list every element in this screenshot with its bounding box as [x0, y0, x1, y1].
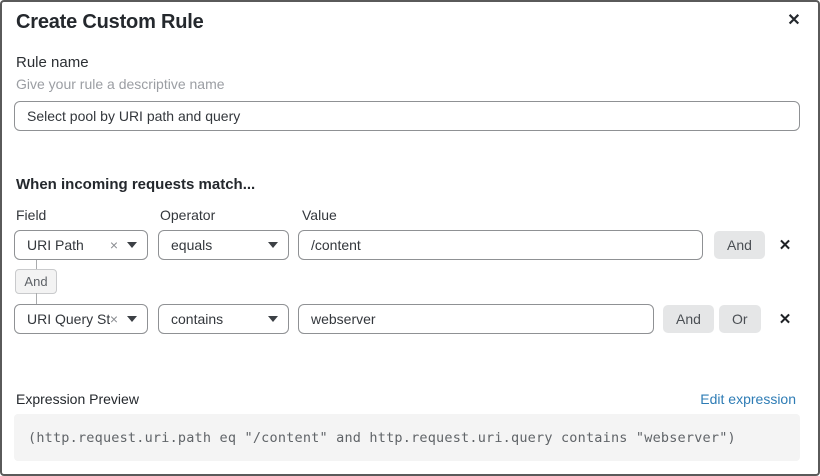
add-and-condition-button[interactable]: And [714, 231, 765, 259]
chevron-down-icon [127, 242, 137, 248]
page-title: Create Custom Rule [16, 11, 204, 33]
field-select-2[interactable]: URI Query St... × [14, 304, 148, 334]
connector-line-top [36, 260, 37, 270]
match-heading: When incoming requests match... [16, 176, 256, 193]
rule-name-input[interactable] [14, 101, 800, 131]
value-input-2[interactable] [298, 304, 654, 334]
chevron-down-icon [268, 316, 278, 322]
remove-condition-icon[interactable]: ✕ [773, 307, 797, 331]
remove-condition-icon[interactable]: ✕ [773, 233, 797, 257]
field-column-label: Field [16, 207, 47, 223]
expression-preview-box: (http.request.uri.path eq "/content" and… [14, 414, 800, 461]
expression-preview-label: Expression Preview [16, 391, 139, 407]
operator-select-2-value: contains [171, 311, 224, 327]
value-column-label: Value [302, 207, 337, 223]
condition-row-2: URI Query St... × contains And Or ✕ [2, 304, 820, 334]
condition-row-1: URI Path × equals And ✕ [2, 230, 820, 260]
add-and-condition-button[interactable]: And [663, 305, 714, 333]
chevron-down-icon [268, 242, 278, 248]
operator-select-2[interactable]: contains [158, 304, 289, 334]
value-input-1[interactable] [298, 230, 703, 260]
field-select-1[interactable]: URI Path × [14, 230, 148, 260]
edit-expression-link[interactable]: Edit expression [700, 391, 796, 407]
operator-select-1[interactable]: equals [158, 230, 289, 260]
chevron-down-icon [127, 316, 137, 322]
field-clear-icon[interactable]: × [109, 237, 118, 253]
rule-name-hint: Give your rule a descriptive name [16, 76, 225, 92]
and-connector-badge: And [15, 269, 57, 294]
rule-name-label: Rule name [16, 54, 89, 71]
operator-column-label: Operator [160, 207, 216, 223]
close-icon[interactable]: ✕ [782, 8, 806, 32]
expression-code: (http.request.uri.path eq "/content" and… [28, 429, 736, 446]
add-or-condition-button[interactable]: Or [719, 305, 761, 333]
field-select-2-value: URI Query St... [27, 311, 110, 327]
field-clear-icon[interactable]: × [109, 311, 118, 327]
connector-line-bottom [36, 293, 37, 304]
operator-select-1-value: equals [171, 237, 213, 253]
field-select-1-value: URI Path [27, 237, 84, 253]
